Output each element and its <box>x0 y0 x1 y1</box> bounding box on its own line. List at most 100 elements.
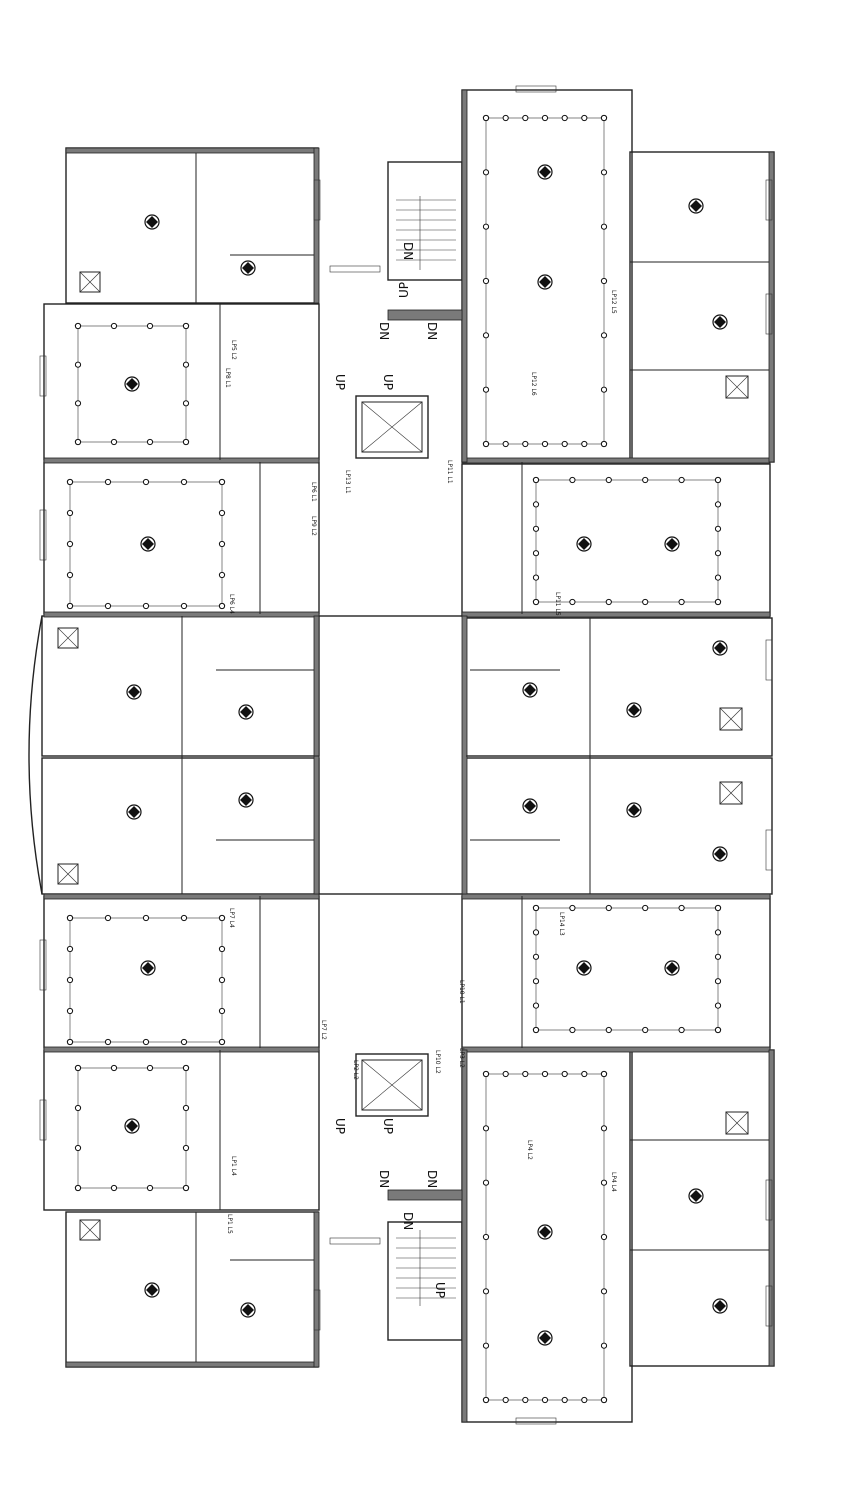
downlight-icon <box>600 223 608 230</box>
pendant-lights <box>124 164 728 1346</box>
downlight-icon <box>714 598 722 606</box>
downlight-icon <box>218 571 226 579</box>
downlight-icon <box>74 361 82 368</box>
pendant-light-icon <box>522 682 538 698</box>
pendant-light-icon <box>126 804 142 820</box>
pendant-light-icon <box>140 536 156 552</box>
downlight-icon <box>605 476 612 484</box>
circuit-label: LP11 L5 <box>554 592 561 616</box>
downlight-icon <box>581 1396 588 1404</box>
downlight-icon <box>218 1038 226 1046</box>
downlight-icon <box>66 976 74 984</box>
circuit-label: LP12 L5 <box>610 290 617 314</box>
downlight-icon <box>714 978 722 985</box>
downlight-icon <box>714 501 722 508</box>
pendant-light-icon <box>688 1188 704 1204</box>
downlight-icon <box>182 361 190 368</box>
downlight-icon <box>561 114 568 122</box>
downlight-icon <box>532 953 540 960</box>
pendant-light-icon <box>537 1330 553 1346</box>
downlight-icon <box>218 478 226 486</box>
downlight-icon <box>561 1070 568 1078</box>
circuit-label: LP7 L4 <box>228 908 235 928</box>
downlight-icon <box>541 440 549 448</box>
downlight-icon <box>581 440 588 448</box>
downlight-icon <box>74 322 82 330</box>
circuit-label: LP6 L4 <box>228 594 235 614</box>
downlight-icon <box>482 1125 490 1132</box>
downlight-icon <box>532 476 540 484</box>
windows <box>39 85 773 1425</box>
downlight-icon <box>605 1026 612 1034</box>
downlight-icon <box>66 478 74 486</box>
circuit-label: LP4 L2 <box>526 1140 533 1160</box>
downlight-icon <box>532 929 540 936</box>
downlight-icon <box>714 550 722 557</box>
stair-label-up-4: UP <box>333 1118 347 1134</box>
pendant-light-icon <box>144 214 160 230</box>
downlight-icon <box>714 476 722 484</box>
downlight-icon <box>66 509 74 517</box>
downlight-icon <box>218 540 226 548</box>
stair-direction-labels: UP DN DN UP UP DN UP UP DN DN DN UP <box>333 242 447 1298</box>
downlight-icon <box>182 1064 190 1072</box>
circuit-label: LP7 L2 <box>320 1020 327 1040</box>
downlight-icon <box>522 1070 529 1078</box>
stair-label-up-6: UP <box>433 1282 447 1298</box>
downlight-icon <box>66 914 74 922</box>
downlight-icon <box>104 602 112 610</box>
downlight-icon <box>482 332 490 339</box>
downlight-icon <box>482 1342 490 1349</box>
downlight-icon <box>532 904 540 912</box>
downlight-icon <box>482 1233 490 1241</box>
downlight-icon <box>642 476 649 484</box>
pendant-light-icon <box>140 960 156 976</box>
stair-label-up-2: UP <box>333 374 347 390</box>
downlight-icon <box>104 478 112 486</box>
downlight-icon <box>502 1070 509 1078</box>
downlight-icon <box>74 438 82 446</box>
downlight-icon <box>74 400 82 407</box>
pendant-light-icon <box>688 198 704 214</box>
pendant-light-icon <box>240 260 256 276</box>
downlight-icon <box>110 438 118 446</box>
stair-label-dn-1: DN <box>377 322 391 340</box>
downlight-icon <box>110 1064 118 1072</box>
downlights <box>66 114 722 1404</box>
downlight-icon <box>642 904 649 912</box>
downlight-icon <box>182 400 190 407</box>
downlight-icon <box>482 223 490 230</box>
downlight-icon <box>482 169 490 176</box>
downlight-icon <box>532 598 540 606</box>
downlight-icon <box>532 978 540 985</box>
downlight-icon <box>522 440 529 448</box>
pendant-light-icon <box>626 702 642 718</box>
downlight-icon <box>182 322 190 330</box>
downlight-icon <box>180 478 188 486</box>
circuit-label: LP5 L2 <box>230 340 237 360</box>
downlight-icon <box>600 114 608 122</box>
downlight-icon <box>180 602 188 610</box>
pendant-light-icon <box>712 846 728 862</box>
pendant-light-icon <box>537 164 553 180</box>
circuit-label: LP14 L3 <box>558 912 565 936</box>
downlight-icon <box>600 386 608 393</box>
elevator-north <box>361 401 423 453</box>
downlight-icon <box>182 1144 190 1152</box>
downlight-icon <box>600 440 608 448</box>
downlight-icon <box>218 914 226 922</box>
downlight-icon <box>678 1026 685 1034</box>
downlight-icon <box>541 1070 549 1078</box>
circuit-label: LP10 L1 <box>458 980 465 1004</box>
pendant-light-icon <box>537 1224 553 1240</box>
downlight-icon <box>74 1064 82 1072</box>
downlight-icon <box>522 114 529 122</box>
downlight-icon <box>146 438 154 446</box>
downlight-icon <box>600 1342 608 1349</box>
downlight-icon <box>180 1038 188 1046</box>
downlight-icon <box>482 386 490 393</box>
pendant-light-icon <box>124 376 140 392</box>
interior-partitions <box>42 153 772 1362</box>
downlight-icon <box>522 1396 529 1404</box>
